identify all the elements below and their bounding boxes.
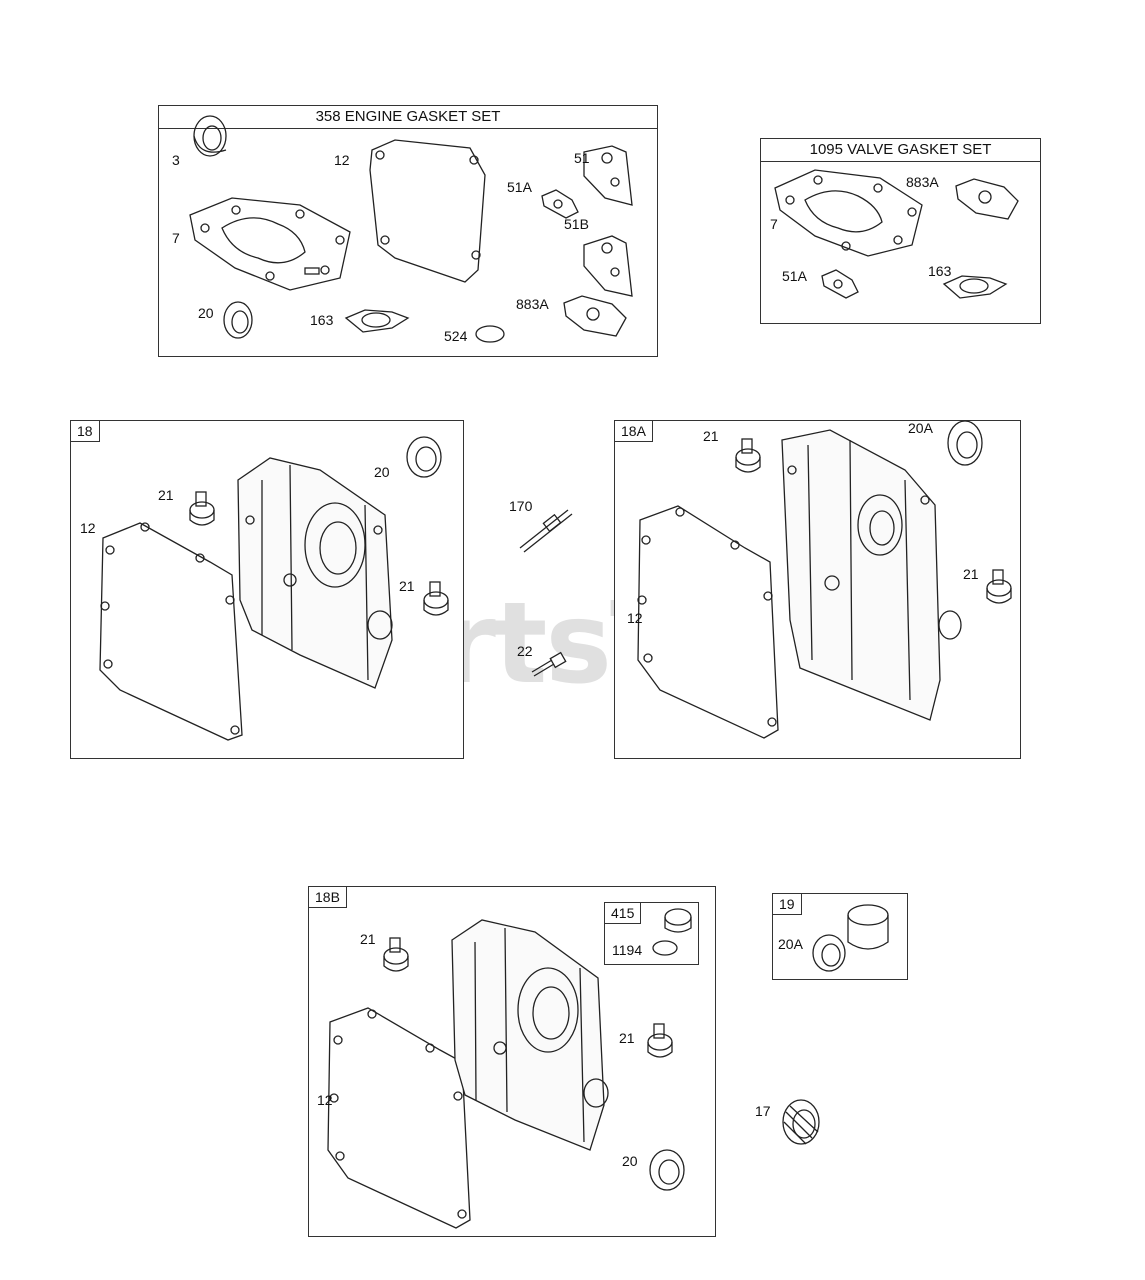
seal-20-p18-part (406, 436, 442, 478)
bearing-17-part (782, 1099, 820, 1145)
callout-3: 3 (172, 152, 180, 168)
panel-19: 19 (772, 893, 908, 980)
engine-gasket-set-panel: 358 ENGINE GASKET SET (158, 105, 658, 357)
p18a-callout-21: 21 (703, 428, 719, 444)
callout-883a: 883A (516, 296, 549, 312)
tag-18b: 18B (309, 887, 347, 908)
gasket-163-part (344, 309, 410, 333)
valve-gasket-883a-part (955, 178, 1019, 220)
callout-20: 20 (198, 305, 214, 321)
p18a-callout-12: 12 (627, 610, 643, 626)
gasket-51b-part (583, 235, 633, 297)
callout-12: 12 (334, 152, 350, 168)
callout-51a: 51A (507, 179, 532, 195)
callout-17: 17 (755, 1103, 771, 1119)
crankcase-cover-18-part (237, 457, 393, 689)
plug-21-right-p18b-part (647, 1023, 673, 1058)
p18b-callout-12: 12 (317, 1092, 333, 1108)
callout-22: 22 (517, 643, 533, 659)
valve-head-gasket-7-part (774, 169, 923, 257)
crankcase-cover-18b-part (451, 919, 605, 1151)
seal-20-part (223, 301, 253, 339)
engine-gasket-set-title: 358 ENGINE GASKET SET (159, 106, 657, 129)
callout-524: 524 (444, 328, 468, 344)
oring-524-part (475, 325, 505, 343)
callout-7: 7 (172, 230, 180, 246)
p18-callout-12: 12 (80, 520, 96, 536)
seal-20a-p18a-part (947, 420, 983, 466)
tag-18a: 18A (615, 421, 653, 442)
plug-21-right-part (423, 581, 449, 616)
plug-415-part (664, 908, 692, 933)
seal-20-p18b-part (649, 1149, 685, 1191)
sleeve-part (847, 904, 889, 950)
plug-21-part (189, 491, 215, 526)
tag-18: 18 (71, 421, 100, 442)
gasket-51-part (583, 145, 633, 206)
crankcase-gasket-12-part (369, 139, 486, 283)
p18-callout-21: 21 (158, 487, 174, 503)
p18b-callout-21: 21 (360, 931, 376, 947)
plug-21-p18a-part (735, 438, 761, 473)
valve-callout-163: 163 (928, 263, 952, 279)
gasket-12-part (99, 522, 243, 741)
p18-callout-21b: 21 (399, 578, 415, 594)
valve-callout-883a: 883A (906, 174, 939, 190)
callout-51b: 51B (564, 216, 589, 232)
valve-callout-7: 7 (770, 216, 778, 232)
crankcase-cover-18a-part (781, 429, 941, 721)
p18b-callout-21b: 21 (619, 1030, 635, 1046)
valve-gasket-set-title: 1095 VALVE GASKET SET (761, 139, 1040, 162)
tag-19: 19 (773, 894, 802, 915)
valve-callout-51a: 51A (782, 268, 807, 284)
valve-gasket-51a-part (821, 269, 859, 299)
p18-callout-20: 20 (374, 464, 390, 480)
p18b-callout-1194: 1194 (612, 942, 643, 958)
sub-panel-415: 415 (604, 902, 699, 965)
gasket-12-p18b-part (327, 1007, 471, 1229)
p19-callout-20a: 20A (778, 936, 803, 952)
gasket-12-p18a-part (637, 505, 779, 739)
valve-gasket-163-part (942, 275, 1008, 299)
p18b-callout-20: 20 (622, 1153, 638, 1169)
plug-21-p18b-part (383, 937, 409, 972)
seal-20a-p19-part (812, 934, 846, 972)
washer-1194-part (652, 940, 678, 956)
callout-163: 163 (310, 312, 334, 328)
callout-170: 170 (509, 498, 533, 514)
p18a-callout-20a: 20A (908, 420, 933, 436)
gasket-883a-part (563, 295, 627, 337)
callout-51: 51 (574, 150, 590, 166)
tag-415: 415 (605, 903, 642, 924)
valve-gasket-set-panel: 1095 VALVE GASKET SET (760, 138, 1041, 324)
p18a-callout-21b: 21 (963, 566, 979, 582)
stud-170-part (519, 509, 573, 553)
gasket-51a-part (541, 189, 579, 219)
plug-21-right-p18a-part (986, 569, 1012, 604)
screw-22-part (531, 651, 567, 677)
head-gasket-7-part (189, 197, 351, 291)
